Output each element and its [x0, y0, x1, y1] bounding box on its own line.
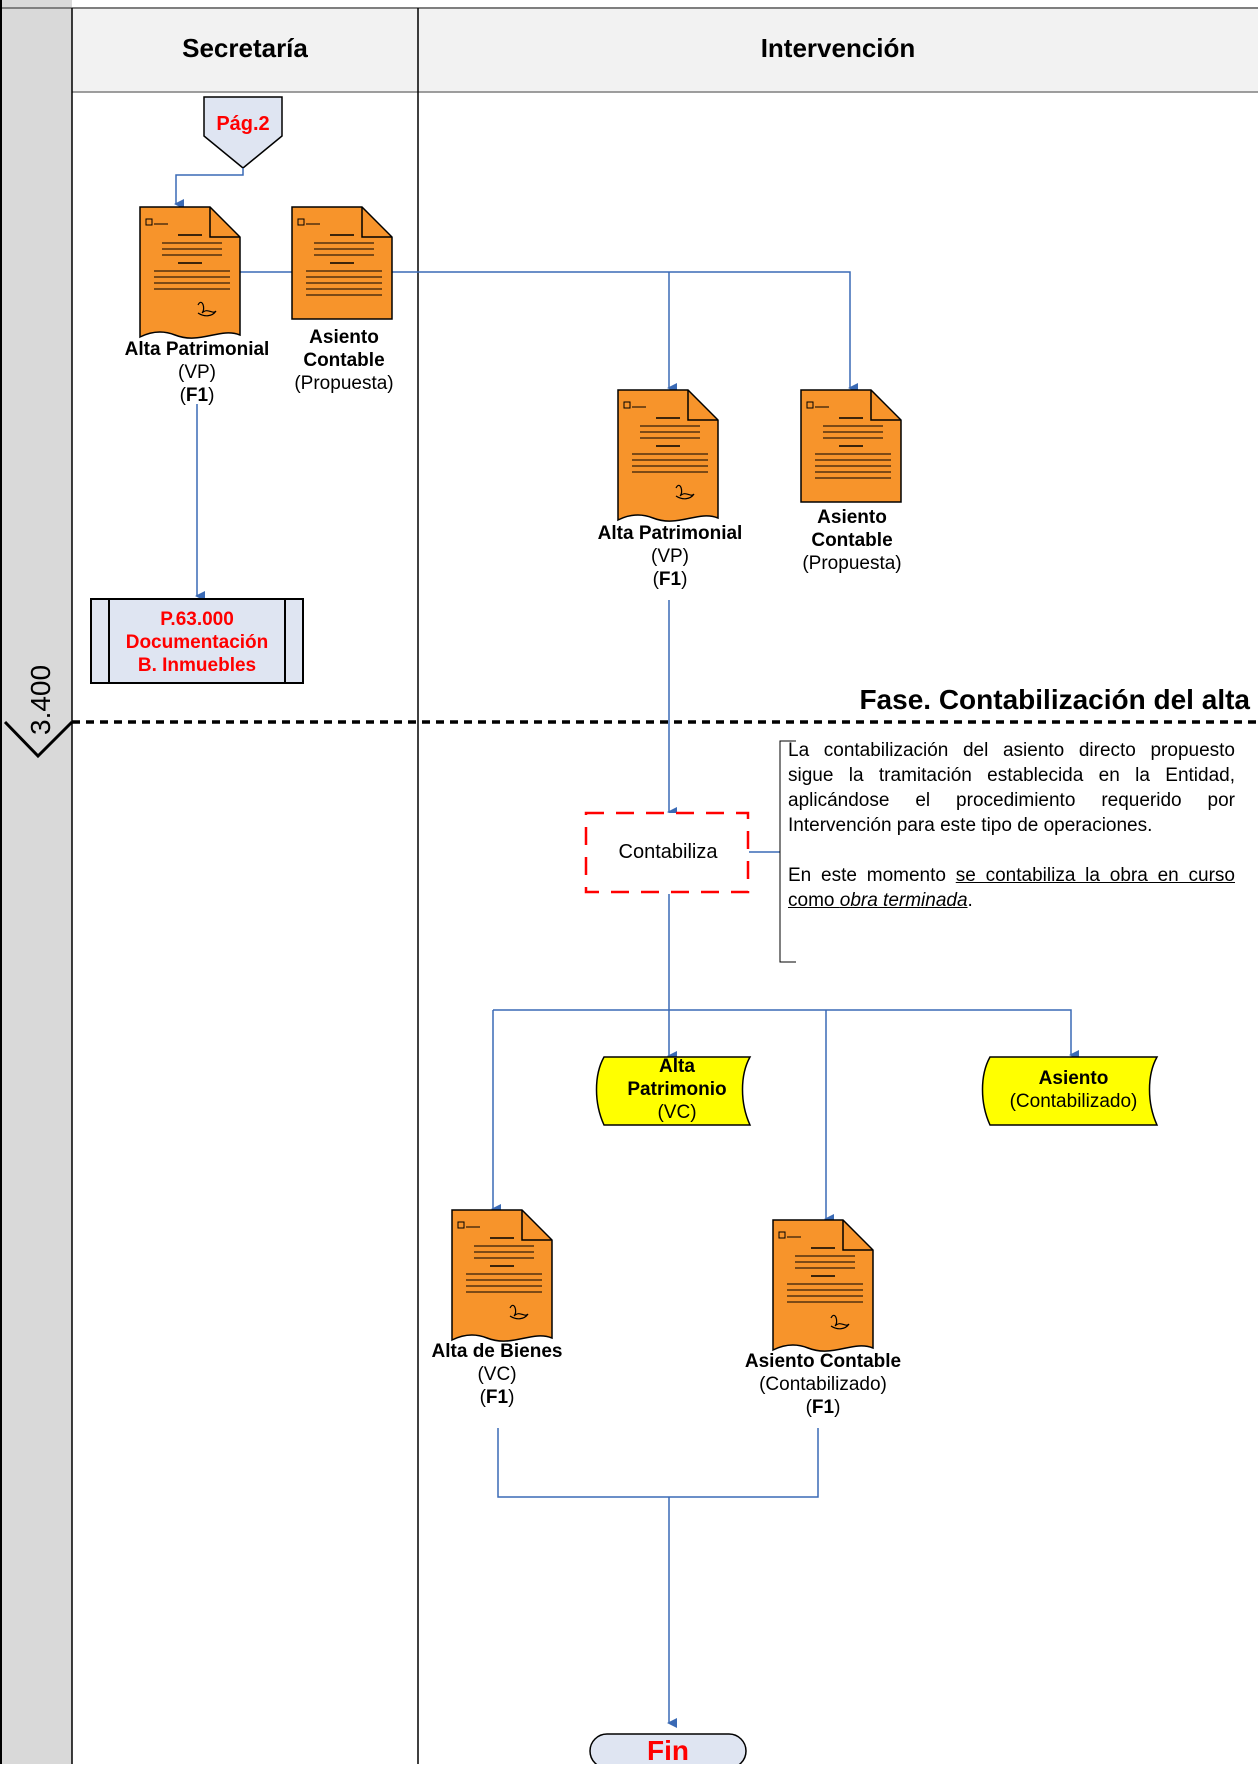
asiento-contab-f1-open: ( [805, 1397, 812, 1418]
lane-title-intervencion: Intervención [760, 33, 916, 63]
alta-bienes-title: Alta de Bienes [431, 1341, 563, 1362]
note-p2-italic: obra terminada [839, 890, 968, 911]
phase-title: Fase. Contabilización del alta [859, 684, 1250, 715]
note-p2-underlined: se contabiliza la obra en curso como [788, 865, 1235, 911]
data-alta-line2: Patrimonio [627, 1079, 727, 1100]
subprocess-name-2: B. Inmuebles [137, 655, 257, 676]
note-paragraph-1: La contabilización del asiento directo p… [788, 740, 1235, 836]
subprocess-box[interactable]: P.63.000 Documentación B. Inmuebles [90, 598, 304, 684]
sec-alta-vp: (VP) [178, 362, 216, 383]
int-alta-document-icon [617, 389, 719, 522]
sec-alta-document-icon [139, 206, 241, 339]
phase-number: 3.400 [25, 664, 56, 735]
sec-alta-f1-open: ( [179, 385, 186, 406]
annotation-note: La contabilización del asiento directo p… [780, 738, 1235, 913]
sec-alta-f1: F1 [185, 385, 209, 406]
int-alta-f1-open: ( [652, 569, 659, 590]
int-asiento-propuesta: (Propuesta) [802, 553, 902, 574]
int-asiento-label: Asiento Contable (Propuesta) [782, 506, 922, 575]
asiento-contab-document-icon [772, 1219, 874, 1352]
int-asiento-title1: Asiento [817, 507, 887, 528]
lane-title-secretaria: Secretaría [182, 33, 308, 63]
alta-bienes-label: Alta de Bienes (VC) (F1) [412, 1340, 582, 1409]
sec-alta-title: Alta Patrimonial [124, 339, 270, 360]
alta-bienes-document-icon [451, 1209, 553, 1342]
data-alta-line1: Alta [659, 1056, 695, 1077]
data-alta-line3: (VC) [657, 1102, 697, 1123]
int-asiento-document-icon [800, 389, 902, 503]
note-p2-post: . [967, 890, 973, 911]
int-alta-f1: F1 [658, 569, 682, 590]
note-p2-pre: En este momento [788, 865, 956, 886]
sec-asiento-label: Asiento Contable (Propuesta) [274, 326, 414, 395]
activity-contabiliza[interactable]: Contabiliza [588, 813, 748, 892]
sec-alta-label: Alta Patrimonial (VP) (F1) [92, 338, 302, 407]
sec-asiento-title2: Contable [303, 350, 385, 371]
subprocess-label: P.63.000 Documentación B. Inmuebles [92, 608, 302, 677]
alta-bienes-f1-open: ( [479, 1387, 486, 1408]
alta-bienes-f1: F1 [485, 1387, 509, 1408]
sec-asiento-document-icon [291, 206, 393, 320]
data-asiento-line2: (Contabilizado) [1009, 1091, 1138, 1112]
data-asiento: Asiento (Contabilizado) [990, 1067, 1157, 1113]
int-alta-f1-close: ) [681, 569, 688, 590]
int-alta-vp: (VP) [651, 546, 689, 567]
subprocess-code: P.63.000 [160, 609, 234, 630]
asiento-contab-f1: F1 [811, 1397, 835, 1418]
sec-asiento-title1: Asiento [309, 327, 379, 348]
activity-label: Contabiliza [618, 841, 718, 863]
asiento-contab-status: (Contabilizado) [759, 1374, 887, 1395]
int-alta-label: Alta Patrimonial (VP) (F1) [565, 522, 775, 591]
alta-bienes-f1-close: ) [508, 1387, 515, 1408]
page-connector-label: Pág.2 [216, 113, 270, 135]
alta-bienes-vc: (VC) [477, 1364, 517, 1385]
sec-asiento-propuesta: (Propuesta) [294, 373, 394, 394]
sec-alta-f1-close: ) [208, 385, 215, 406]
asiento-contab-label: Asiento Contable (Contabilizado) (F1) [718, 1350, 928, 1419]
note-paragraph-2: En este momento se contabiliza la obra e… [780, 863, 1235, 913]
asiento-contab-f1-close: ) [834, 1397, 841, 1418]
asiento-contab-title: Asiento Contable [744, 1351, 902, 1372]
int-alta-title: Alta Patrimonial [597, 523, 743, 544]
int-asiento-title2: Contable [811, 530, 893, 551]
end-terminator[interactable]: Fin [647, 1735, 689, 1766]
subprocess-name-1: Documentación [125, 632, 269, 653]
data-alta-patrimonio: Alta Patrimonio (VC) [604, 1055, 750, 1124]
data-asiento-line1: Asiento [1038, 1068, 1109, 1089]
